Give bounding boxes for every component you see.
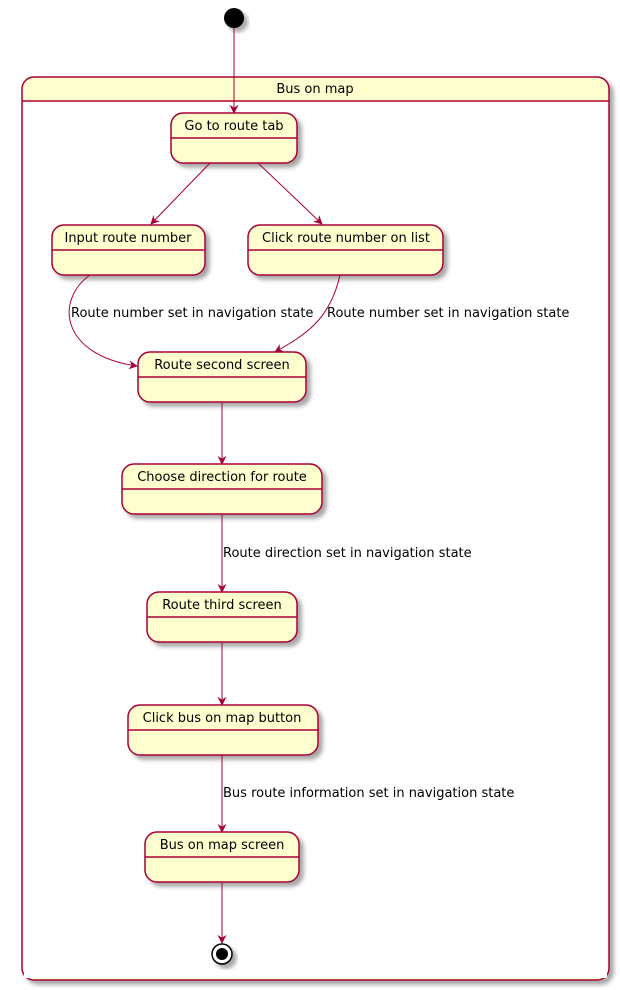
state-label: Route second screen [154,358,290,373]
state-go-to-route-tab: Go to route tab [170,112,298,164]
transition-label-direction-to-third: Route direction set in navigation state [223,546,472,561]
end-node [211,943,233,965]
state-label: Bus on map screen [160,838,285,853]
arrow-input-to-second [68,274,138,370]
arrow-list-to-second [274,274,341,353]
arrow-route-tab-to-input [150,162,211,225]
state-label: Input route number [64,231,192,246]
state-label: Click bus on map button [143,711,302,726]
state-label: Route third screen [162,598,282,613]
transition-label-input-to-second: Route number set in navigation state [71,306,313,321]
state-route-third-screen: Route third screen [146,591,298,643]
state-choose-direction-for-route: Choose direction for route [121,463,323,515]
transition-label-list-to-second: Route number set in navigation state [327,306,569,321]
state-label: Go to route tab [184,119,283,134]
state-input-route-number: Input route number [51,224,206,276]
state-bus-on-map-screen: Bus on map screen [144,831,300,883]
state-click-route-number-on-list: Click route number on list [247,224,444,276]
composite-title: Bus on map [276,82,353,97]
composite-state-bus-on-map: Bus on map [21,76,610,981]
state-route-second-screen: Route second screen [137,351,307,403]
state-click-bus-on-map-button: Click bus on map button [127,704,319,756]
transition-label-button-to-screen: Bus route information set in navigation … [223,786,514,801]
state-label: Choose direction for route [137,470,307,485]
state-label: Click route number on list [262,231,430,246]
start-node [224,8,244,28]
arrow-route-tab-to-list [257,162,323,225]
